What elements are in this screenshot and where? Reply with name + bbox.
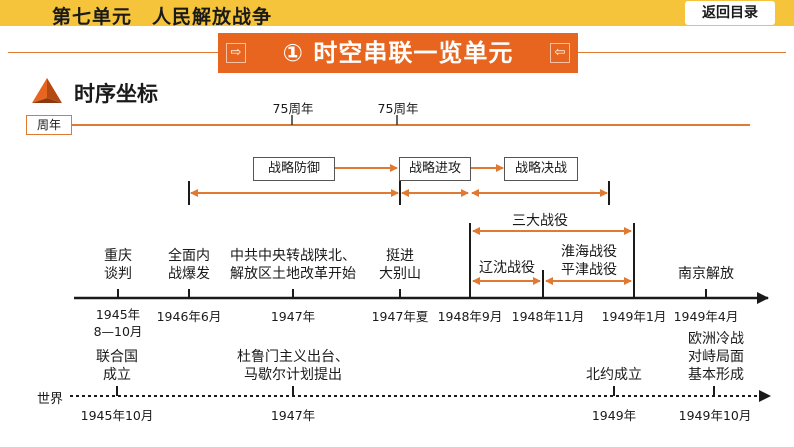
world-row-label: 世界 xyxy=(36,392,63,407)
section-title: 时序坐标 xyxy=(74,82,158,106)
china-event-date: 1947年 xyxy=(270,309,316,324)
liaoshen-label: 辽沈战役 xyxy=(479,260,535,276)
china-event-date: 1948年11月 xyxy=(511,309,585,324)
world-event-date: 1945年10月 xyxy=(80,408,154,423)
arrow-right-icon: ⇨ xyxy=(226,43,246,63)
china-event-text: 挺进 大别山 xyxy=(379,248,421,282)
china-event-text: 中共中央转战陕北、 解放区土地改革开始 xyxy=(230,248,356,282)
arrow-left-icon: ⇦ xyxy=(550,43,570,63)
world-event-date: 1949年 xyxy=(591,408,637,423)
banner-title: ① 时空串联一览单元 xyxy=(282,39,514,67)
world-event-text: 北约成立 xyxy=(586,367,642,383)
phase-offense-box: 战略进攻 xyxy=(399,157,471,181)
china-event-text: 重庆 谈判 xyxy=(104,248,132,282)
china-event-date: 1948年9月 xyxy=(437,309,503,324)
phase-decisive-box: 战略决战 xyxy=(504,157,578,181)
back-to-contents-button[interactable]: 返回目录 xyxy=(685,1,775,25)
china-event-date: 1947年夏 xyxy=(371,309,429,324)
pyramid-icon xyxy=(32,78,62,103)
world-event-date: 1949年10月 xyxy=(678,408,752,423)
three-campaigns-label: 三大战役 xyxy=(512,213,568,229)
header-bar xyxy=(0,0,794,26)
anniversary-mark-2: 75周年 xyxy=(377,101,419,116)
huaihai-pingjin-label: 淮海战役 平津战役 xyxy=(561,244,617,278)
world-event-date: 1947年 xyxy=(270,408,316,423)
world-event-text: 欧洲冷战 对峙局面 基本形成 xyxy=(688,331,744,383)
anniversary-mark-1: 75周年 xyxy=(272,101,314,116)
china-event-date: 1949年4月 xyxy=(673,309,739,324)
phase-defense-box: 战略防御 xyxy=(253,157,335,181)
world-event-text: 杜鲁门主义出台、 马歇尔计划提出 xyxy=(237,349,349,383)
anniversary-row-label: 周年 xyxy=(26,115,72,135)
china-event-date: 1949年1月 xyxy=(601,309,667,324)
world-event-text: 联合国 成立 xyxy=(96,349,138,383)
china-event-text: 全面内 战爆发 xyxy=(168,248,210,282)
china-event-date: 1946年6月 xyxy=(156,309,222,324)
unit-title: 第七单元 人民解放战争 xyxy=(52,6,273,28)
china-event-text: 南京解放 xyxy=(678,266,734,282)
section-banner: ⇨ ① 时空串联一览单元 ⇦ xyxy=(218,33,578,73)
china-event-date: 1945年 8—10月 xyxy=(93,307,143,339)
